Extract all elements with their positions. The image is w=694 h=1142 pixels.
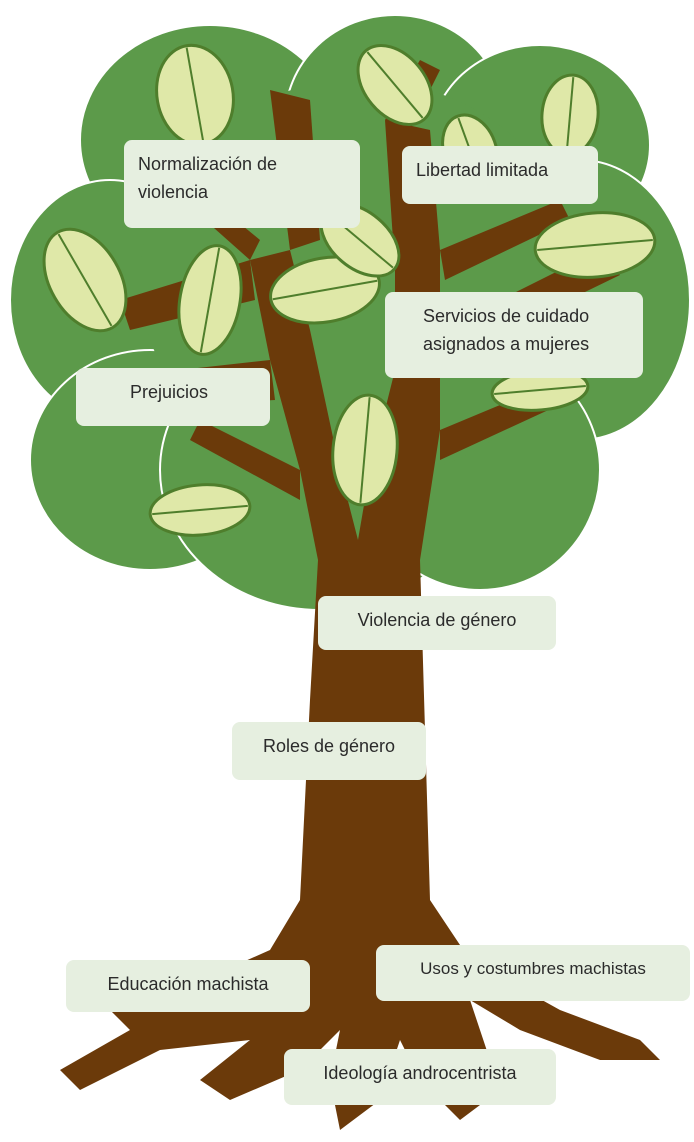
label-violencia-genero: Violencia de género <box>318 596 556 650</box>
label-prejuicios: Prejuicios <box>76 368 270 426</box>
label-servicios-cuidado: Servicios de cuidado asignados a mujeres <box>385 292 643 378</box>
label-normalizacion-violencia: Normalización de violencia <box>124 140 360 228</box>
label-educacion-machista: Educación machista <box>66 960 310 1012</box>
label-roles-genero: Roles de género <box>232 722 426 780</box>
label-usos-costumbres: Usos y costumbres machistas <box>376 945 690 1001</box>
label-libertad-limitada: Libertad limitada <box>402 146 598 204</box>
label-ideologia-androcentrista: Ideología androcentrista <box>284 1049 556 1105</box>
